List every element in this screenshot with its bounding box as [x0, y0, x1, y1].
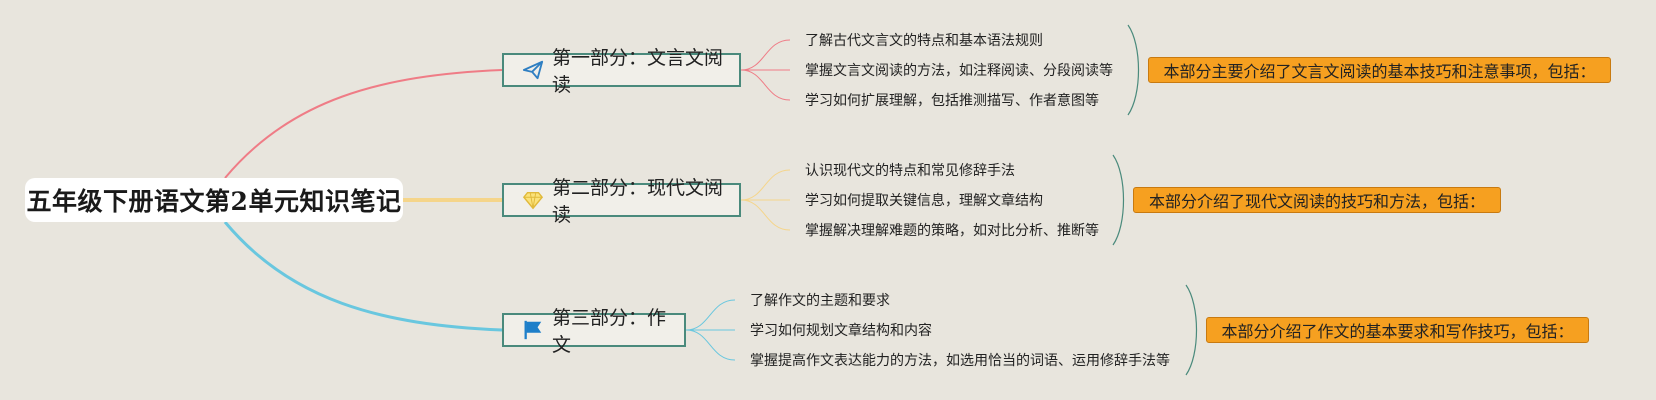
list-item: 掌握提高作文表达能力的方法，如选用恰当的词语、运用修辞手法等: [750, 353, 1170, 369]
paper-plane-icon: [522, 59, 544, 81]
summary-bracket-1: [1127, 24, 1140, 116]
section-node-2[interactable]: 第二部分：现代文阅读: [502, 177, 741, 226]
summary-badge-1[interactable]: 本部分主要介绍了文言文阅读的基本技巧和注意事项，包括：: [1148, 57, 1611, 83]
flag-icon: [522, 319, 544, 341]
diamond-icon: [522, 189, 544, 211]
list-item: 学习如何规划文章结构和内容: [750, 323, 932, 339]
section-title: 第三部分：作文: [552, 307, 667, 356]
summary-badge-2[interactable]: 本部分介绍了现代文阅读的技巧和方法，包括：: [1133, 187, 1501, 213]
list-item: 学习如何提取关键信息，理解文章结构: [805, 193, 1043, 209]
list-item: 掌握文言文阅读的方法，如注释阅读、分段阅读等: [805, 63, 1113, 79]
section-title: 第二部分：现代文阅读: [552, 177, 724, 226]
list-item: 认识现代文的特点和常见修辞手法: [805, 163, 1015, 179]
summary-bracket-3: [1185, 284, 1198, 376]
section-node-1[interactable]: 第一部分：文言文阅读: [502, 47, 741, 96]
list-item: 了解古代文言文的特点和基本语法规则: [805, 33, 1043, 49]
section-title: 第一部分：文言文阅读: [552, 47, 724, 96]
section-node-3[interactable]: 第三部分：作文: [502, 307, 686, 356]
list-item: 了解作文的主题和要求: [750, 293, 890, 309]
list-item: 学习如何扩展理解，包括推测描写、作者意图等: [805, 93, 1099, 109]
summary-badge-3[interactable]: 本部分介绍了作文的基本要求和写作技巧，包括：: [1206, 317, 1589, 343]
branch-line-1: [224, 69, 503, 179]
root-topic[interactable]: 五年级下册语文第2单元知识笔记: [25, 178, 403, 222]
branch-line-3: [223, 221, 503, 332]
summary-bracket-2: [1112, 154, 1125, 246]
list-item: 掌握解决理解难题的策略，如对比分析、推断等: [805, 223, 1099, 239]
